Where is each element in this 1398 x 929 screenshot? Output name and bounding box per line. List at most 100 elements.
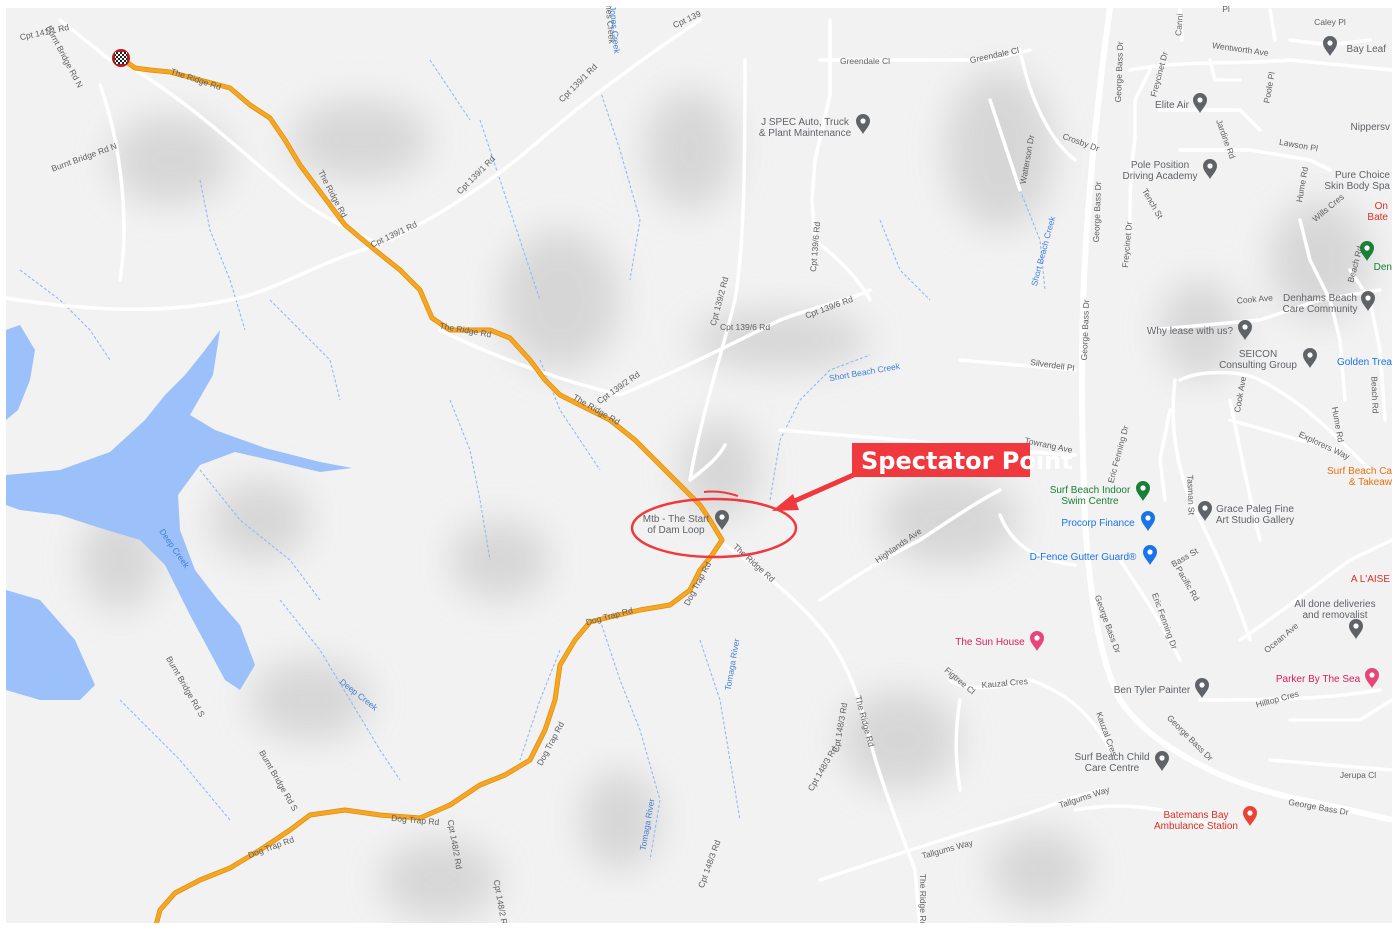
map-pin-dot (1197, 97, 1203, 103)
poi-label: Care Community (1282, 304, 1357, 315)
map-pin-dot (1353, 623, 1359, 629)
map-pin-icon[interactable] (1238, 320, 1252, 340)
map-pin-icon[interactable] (1136, 481, 1150, 501)
poi[interactable]: Elite Air (1155, 93, 1207, 113)
poi-label: & Plant Maintenance (759, 128, 852, 139)
poi-label: Bate (1367, 212, 1388, 223)
spectator-arrow-line (788, 470, 860, 506)
poi-label: Grace Paleg Fine (1216, 504, 1294, 515)
map-pin-dot (1369, 672, 1375, 678)
map-pin-dot (1207, 163, 1213, 169)
poi[interactable]: D-Fence Gutter Guard® (1030, 545, 1157, 565)
poi-label: Consulting Group (1219, 360, 1297, 371)
map-pin-dot (1247, 810, 1253, 816)
map-pin-dot (860, 118, 866, 124)
road-label: Pl (1222, 4, 1230, 14)
map-pin-icon[interactable] (1361, 291, 1375, 311)
map-pin-icon[interactable] (1198, 501, 1212, 521)
map-pin-icon[interactable] (715, 510, 729, 530)
poi-label: Pole Position (1131, 160, 1189, 171)
checkered-flag-icon (115, 52, 127, 64)
poi-label: Ben Tyler Painter (1114, 685, 1191, 696)
route-trail (118, 55, 725, 929)
poi[interactable]: Surf Beach Ca& Takeaw (1327, 466, 1393, 488)
map-pin-icon[interactable] (1155, 751, 1169, 771)
road-label: George Bass Dr (1091, 181, 1103, 242)
poi-label: of Dam Loop (647, 525, 705, 536)
map-pin-dot (1199, 682, 1205, 688)
road-label: Tasman St (1185, 475, 1196, 516)
map-pin-icon[interactable] (1365, 668, 1379, 688)
poi[interactable]: Parker By The Sea (1276, 668, 1379, 688)
map-pin-dot (1140, 485, 1146, 491)
poi[interactable]: Procorp Finance (1061, 511, 1155, 531)
poi[interactable]: Nippersv (1351, 122, 1390, 133)
map-pin-icon[interactable] (856, 114, 870, 134)
poi[interactable]: Golden Trea (1337, 357, 1392, 368)
poi-label: Surf Beach Ca (1327, 466, 1392, 477)
road-label: Canni (1173, 13, 1185, 36)
map-pin-icon[interactable] (1303, 348, 1317, 368)
poi[interactable]: J SPEC Auto, Truck& Plant Maintenance (759, 114, 870, 139)
spectator-tick (703, 490, 739, 497)
map-pin-icon[interactable] (1193, 93, 1207, 113)
map-pin-icon[interactable] (1195, 678, 1209, 698)
map-pin-dot (1034, 635, 1040, 641)
poi-label: Elite Air (1155, 100, 1190, 111)
poi[interactable]: A L'AISE (1351, 574, 1390, 585)
map-pin-icon[interactable] (1030, 631, 1044, 651)
start-finish-marker[interactable] (112, 49, 130, 67)
map-pin-dot (1202, 505, 1208, 511)
spectator-label-box (852, 443, 1030, 477)
map-pin-dot (1307, 352, 1313, 358)
road-label: Freycinet Dr (1120, 221, 1134, 268)
map-pin-dot (1159, 755, 1165, 761)
poi[interactable]: Ben Tyler Painter (1114, 678, 1209, 698)
poi-label: Batemans Bay (1163, 810, 1228, 821)
poi-label: Pure Choice (1335, 170, 1390, 181)
map-pin-icon[interactable] (1349, 619, 1363, 639)
streams (19, 9, 1046, 861)
poi-label: Skin Body Spa (1324, 181, 1390, 192)
map-pin-icon[interactable] (1143, 545, 1157, 565)
poi-label: A L'AISE (1351, 574, 1390, 585)
poi[interactable]: Why lease with us? (1147, 320, 1252, 340)
poi-label: Procorp Finance (1061, 518, 1135, 529)
poi-label: Nippersv (1351, 122, 1390, 133)
poi-label: Swim Centre (1061, 496, 1119, 507)
map-pin-icon[interactable] (1203, 159, 1217, 179)
map-pin-dot (1327, 40, 1333, 46)
poi[interactable]: Den (1360, 241, 1392, 273)
poi[interactable]: The Sun House (955, 631, 1044, 651)
lake-water (6, 325, 352, 700)
map-pin-icon[interactable] (1243, 806, 1257, 826)
poi[interactable]: Bay Leaf (1323, 36, 1386, 56)
poi-label: Parker By The Sea (1276, 674, 1361, 685)
map-pin-icon[interactable] (1323, 36, 1337, 56)
road-label: Jones Creek (603, 0, 617, 45)
road-label: Kauzal Cres (981, 676, 1028, 690)
poi-label: & Takeaw (1349, 477, 1393, 488)
map-pin-icon[interactable] (1360, 241, 1374, 261)
map-pin-dot (1364, 245, 1370, 251)
water-label: Jones Creek (608, 6, 622, 55)
poi-label: Den (1374, 262, 1392, 273)
george-bass-dr (1078, 7, 1393, 823)
poi-label: Denhams Beach (1283, 293, 1357, 304)
poi-label: On (1375, 201, 1388, 212)
map-pin-icon[interactable] (1141, 511, 1155, 531)
road-label: George Bass Dr (1079, 299, 1091, 360)
road-label: Dog Trap Rd (391, 813, 440, 827)
